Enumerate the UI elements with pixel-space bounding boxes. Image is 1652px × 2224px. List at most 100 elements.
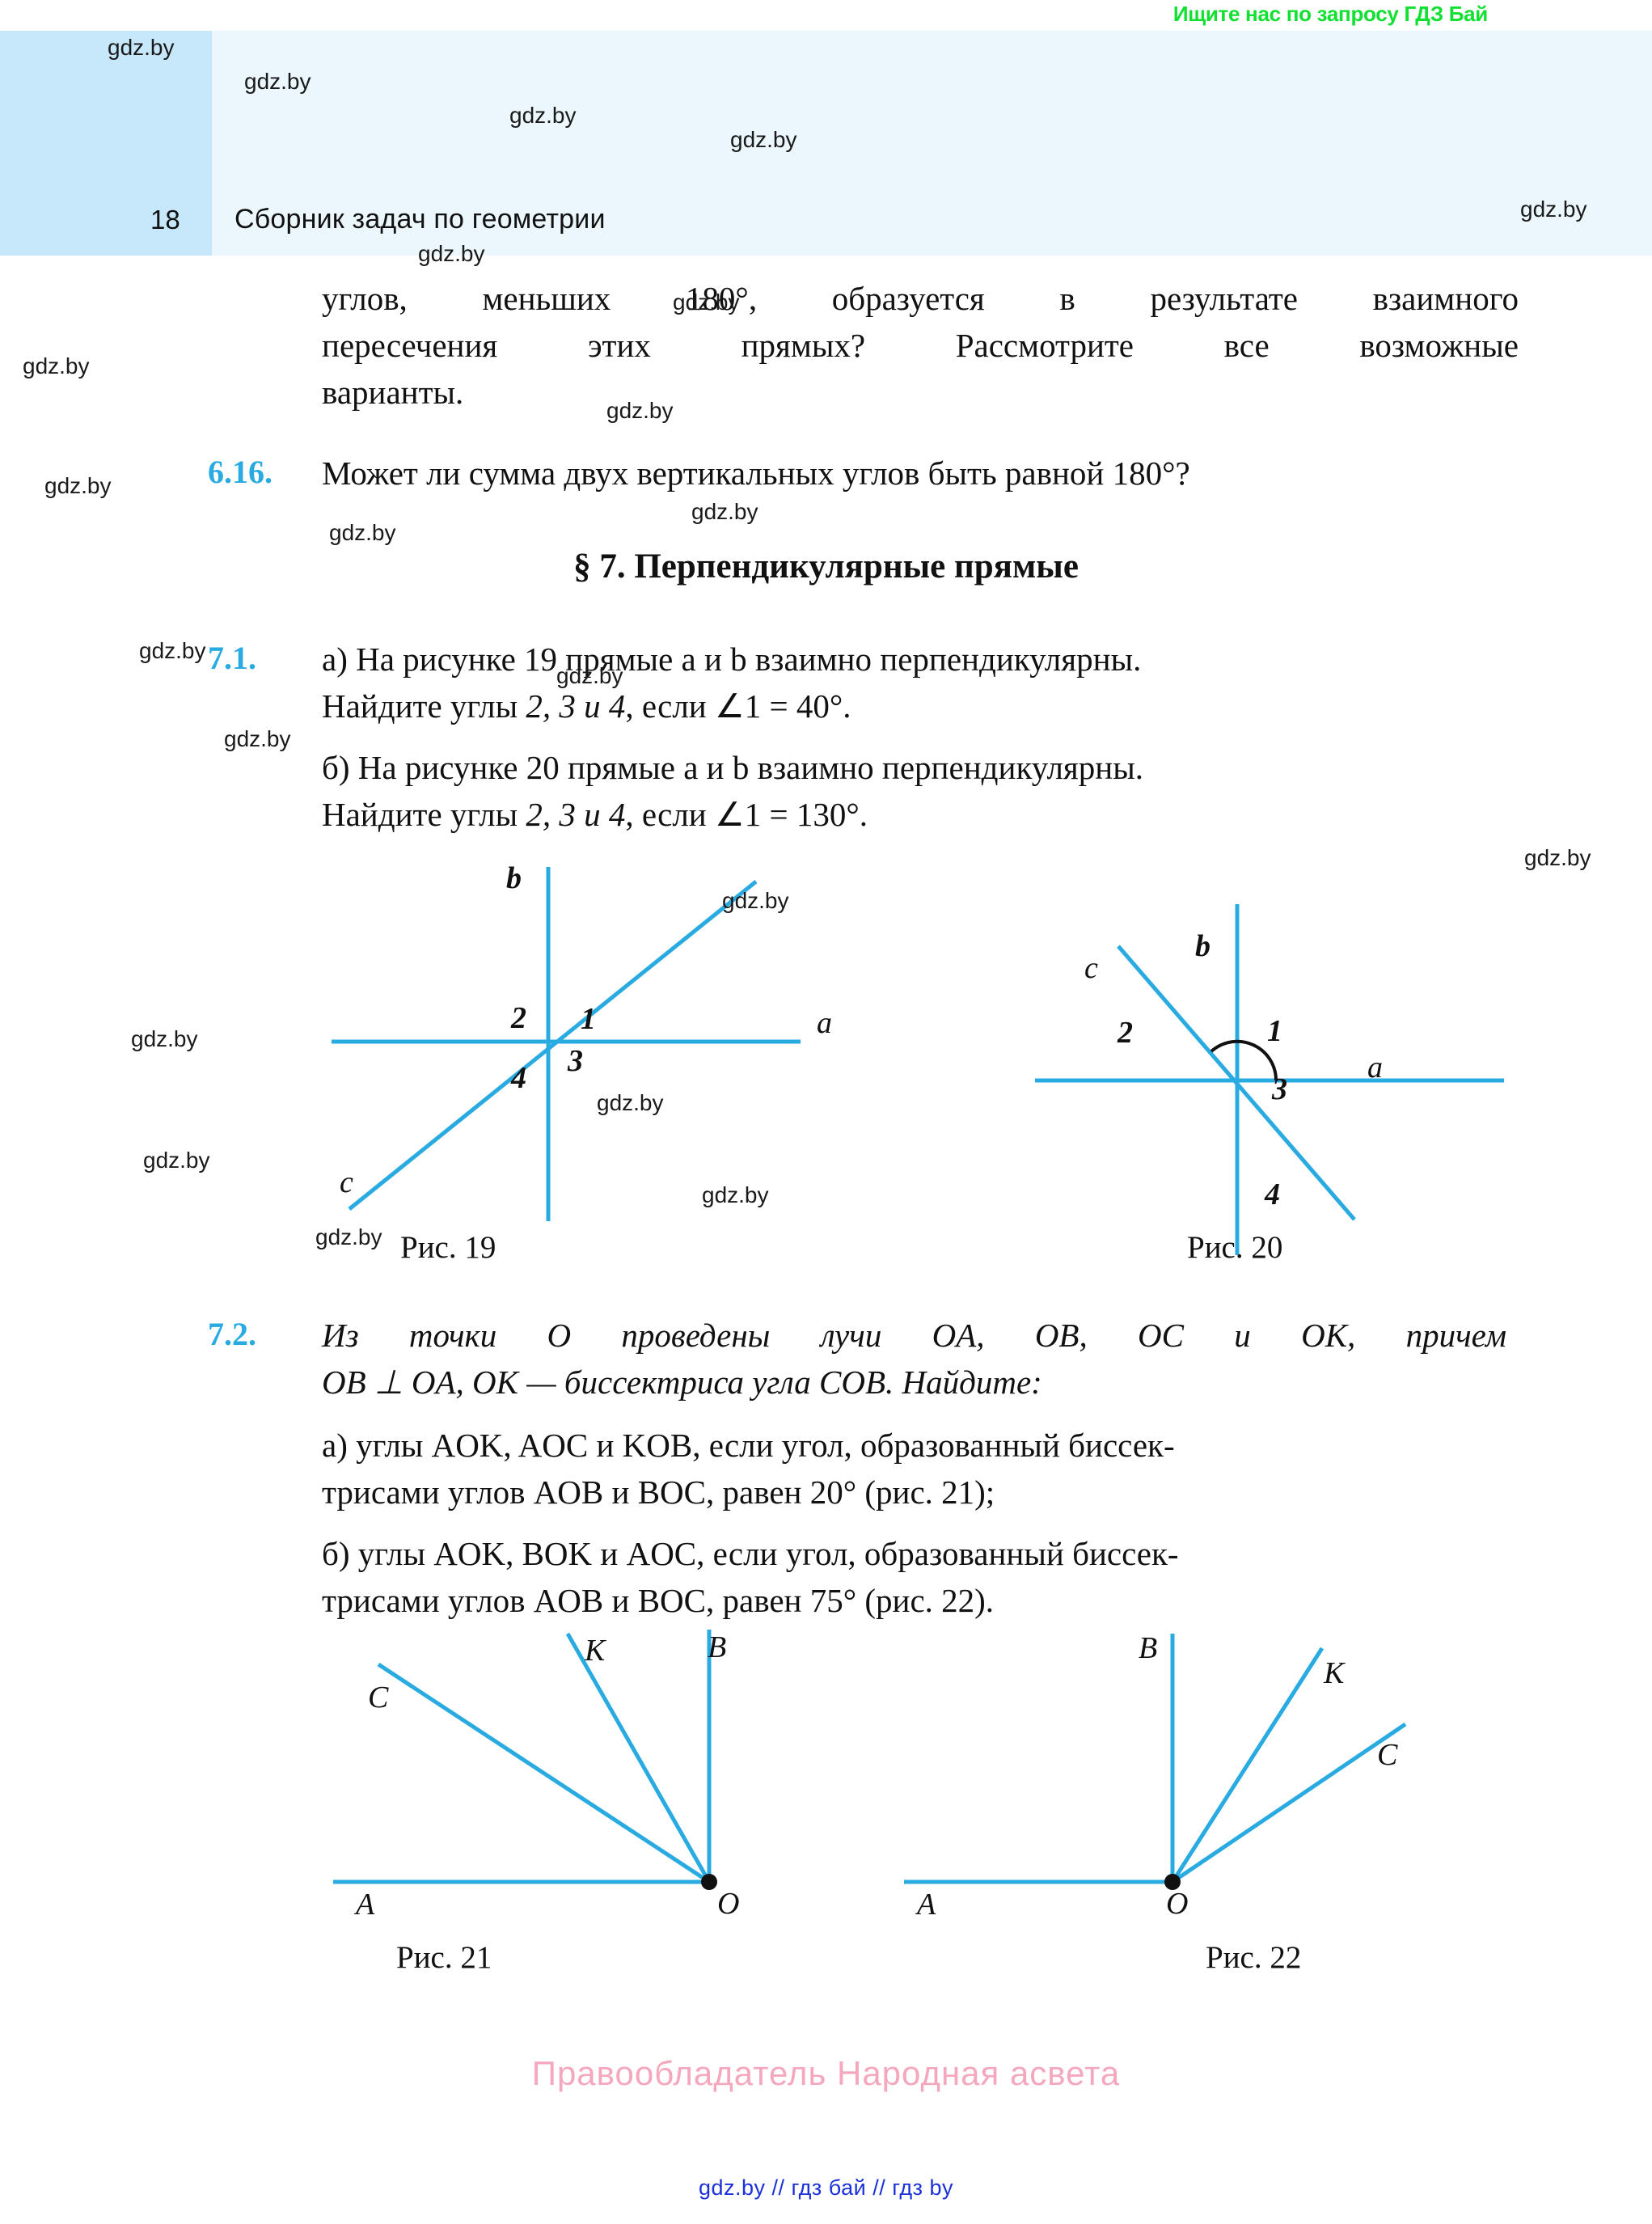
watermark-gdz-5: gdz.by xyxy=(418,241,485,266)
problem-7-2-b-line2: трисами углов AOB и BOC, равен 75° (рис.… xyxy=(322,1582,995,1619)
fig20-label-a: a xyxy=(1367,1051,1383,1085)
watermark-gdz-0: gdz.by xyxy=(108,35,175,60)
paragraph-continued-line1: углов, меньших 180°, образуется в резуль… xyxy=(322,275,1519,322)
watermark-gdz-10: gdz.by xyxy=(691,499,758,524)
problem-7-1-b-line2: Найдите углы 2, 3 и 4, если ∠1 = 130°. xyxy=(322,791,868,838)
watermark-gdz-11: gdz.by xyxy=(329,520,396,545)
fig20-angle-1: 1 xyxy=(1267,1014,1282,1048)
watermark-gdz-6: gdz.by xyxy=(673,290,740,315)
fig19-label-a: a xyxy=(817,1006,832,1040)
fig20-caption: Рис. 20 xyxy=(1187,1230,1283,1265)
problem-7-2-b-line1: б) углы AOK, BOK и AOC, если угол, образ… xyxy=(322,1535,1179,1572)
running-head-band-left xyxy=(0,31,212,256)
fig19-line-c xyxy=(348,880,758,1211)
watermark-gdz-16: gdz.by xyxy=(722,888,789,913)
fig20-angle-2: 2 xyxy=(1118,1016,1133,1050)
continued-line3-text: варианты. xyxy=(322,374,464,411)
problem-7-2-line1: Из точки O проведены лучи OA, OB, OC и O… xyxy=(322,1312,1506,1359)
fig20-angle-4: 4 xyxy=(1265,1178,1280,1211)
watermark-gdz-9: gdz.by xyxy=(44,473,112,498)
figure-22 xyxy=(904,1634,1407,1890)
watermark-gdz-13: gdz.by xyxy=(556,663,623,688)
fig20-line-c xyxy=(1117,945,1356,1221)
problem-number-7-2: 7.2. xyxy=(208,1316,256,1352)
fig20-angle-3: 3 xyxy=(1272,1072,1287,1106)
problem-6-16-text: Может ли сумма двух вертикальных углов б… xyxy=(322,455,1190,492)
watermark-gdz-21: gdz.by xyxy=(315,1224,382,1249)
watermark-gdz-8: gdz.by xyxy=(606,398,674,423)
fig22-label-C: C xyxy=(1377,1738,1398,1772)
page-number: 18 xyxy=(150,205,180,235)
p71-b2-post: , если ∠1 = 130°. xyxy=(625,796,868,833)
running-head-band xyxy=(0,31,1652,256)
paragraph-continued-line3: варианты. xyxy=(322,369,463,416)
watermark-gdz-3: gdz.by xyxy=(730,127,797,152)
p71-a2-post: , если ∠1 = 40°. xyxy=(625,687,851,725)
watermark-gdz-19: gdz.by xyxy=(143,1148,210,1173)
watermark-gdz-7: gdz.by xyxy=(23,353,90,378)
promo-strip: Ищите нас по запросу ГДЗ Бай xyxy=(0,0,1652,31)
fig22-label-K: K xyxy=(1324,1656,1345,1690)
fig19-angle-3: 3 xyxy=(568,1044,583,1078)
p71-a2-pre: Найдите углы xyxy=(322,687,526,725)
running-title: Сборник задач по геометрии xyxy=(234,204,606,235)
fig22-ray-ok xyxy=(1170,1647,1325,1884)
problem-7-2-line2: OB ⊥ OA, OK — биссектриса угла COB. Найд… xyxy=(322,1364,1042,1401)
fig19-label-c: c xyxy=(340,1165,353,1199)
problem-7-1-a-line1: а) На рисунке 19 прямые a и b взаимно пе… xyxy=(322,641,1142,678)
continued-line1-text: углов, меньших 180°, образуется в резуль… xyxy=(322,280,1519,317)
fig21-label-C: C xyxy=(368,1681,389,1715)
problem-7-2-a-line1: а) углы AOK, AOC и KOB, если угол, образ… xyxy=(322,1427,1175,1464)
fig22-caption: Рис. 22 xyxy=(1206,1940,1302,1975)
problem-number-7-1: 7.1. xyxy=(208,640,256,676)
fig19-angle-4: 4 xyxy=(511,1061,526,1095)
fig22-label-A: A xyxy=(917,1888,936,1922)
watermark-gdz-2: gdz.by xyxy=(509,103,577,128)
fig19-angle-2: 2 xyxy=(511,1001,526,1035)
watermark-gdz-15: gdz.by xyxy=(1524,845,1591,870)
fig22-ray-oc xyxy=(1171,1722,1407,1884)
watermark-gdz-18: gdz.by xyxy=(597,1090,664,1115)
p71-b2-pre: Найдите углы xyxy=(322,796,526,833)
fig22-label-O: O xyxy=(1166,1887,1189,1921)
fig19-label-b: b xyxy=(506,861,522,895)
fig22-label-B: B xyxy=(1139,1631,1158,1665)
fig20-angle-arc xyxy=(1210,1039,1278,1081)
fig22-point-o xyxy=(1164,1874,1181,1890)
problem-7-2-a-line2: трисами углов AOB и BOC, равен 20° (рис.… xyxy=(322,1474,995,1511)
p71-b2-angles: 2, 3 и 4 xyxy=(526,796,626,833)
fig20-label-b: b xyxy=(1195,929,1210,963)
watermark-gdz-14: gdz.by xyxy=(224,726,291,751)
fig21-ray-oc xyxy=(377,1662,711,1884)
p71-a2-angles: 2, 3 и 4 xyxy=(526,687,626,725)
fig19-angle-1: 1 xyxy=(581,1002,596,1036)
watermark-gdz-1: gdz.by xyxy=(244,69,311,94)
bottom-links: gdz.by // гдз бай // гдз by xyxy=(698,2175,954,2200)
promo-text: Ищите нас по запросу ГДЗ Бай xyxy=(1172,2,1488,26)
fig19-caption: Рис. 19 xyxy=(400,1230,496,1265)
figure-21 xyxy=(333,1630,717,1890)
watermark-gdz-20: gdz.by xyxy=(702,1182,769,1207)
fig21-label-B: B xyxy=(708,1630,727,1664)
watermark-gdz-4: gdz.by xyxy=(1520,197,1587,222)
figure-19 xyxy=(332,867,801,1221)
continued-line2-text: пересечения этих прямых? Рассмотрите все… xyxy=(322,327,1519,364)
watermark-gdz-12: gdz.by xyxy=(139,638,206,663)
paragraph-continued-line2: пересечения этих прямых? Рассмотрите все… xyxy=(322,322,1519,369)
fig21-caption: Рис. 21 xyxy=(396,1940,492,1975)
problem-7-1-b-line1: б) На рисунке 20 прямые a и b взаимно пе… xyxy=(322,749,1144,786)
figure-20 xyxy=(1035,904,1504,1255)
fig21-label-A: A xyxy=(356,1888,375,1922)
fig20-label-c: c xyxy=(1084,951,1098,985)
fig21-ray-ok xyxy=(565,1632,712,1884)
copyright-notice: Правообладатель Народная асвета xyxy=(531,2054,1121,2092)
fig21-label-K: K xyxy=(585,1634,606,1668)
watermark-gdz-17: gdz.by xyxy=(131,1026,198,1051)
problem-7-1-a-line2: Найдите углы 2, 3 и 4, если ∠1 = 40°. xyxy=(322,683,851,729)
fig21-point-o xyxy=(701,1874,717,1890)
fig21-label-O: O xyxy=(717,1887,740,1921)
section-title: § 7. Перпендикулярные прямые xyxy=(573,548,1079,586)
running-head-band-right xyxy=(212,31,1652,256)
problem-number-6-16: 6.16. xyxy=(208,454,273,490)
